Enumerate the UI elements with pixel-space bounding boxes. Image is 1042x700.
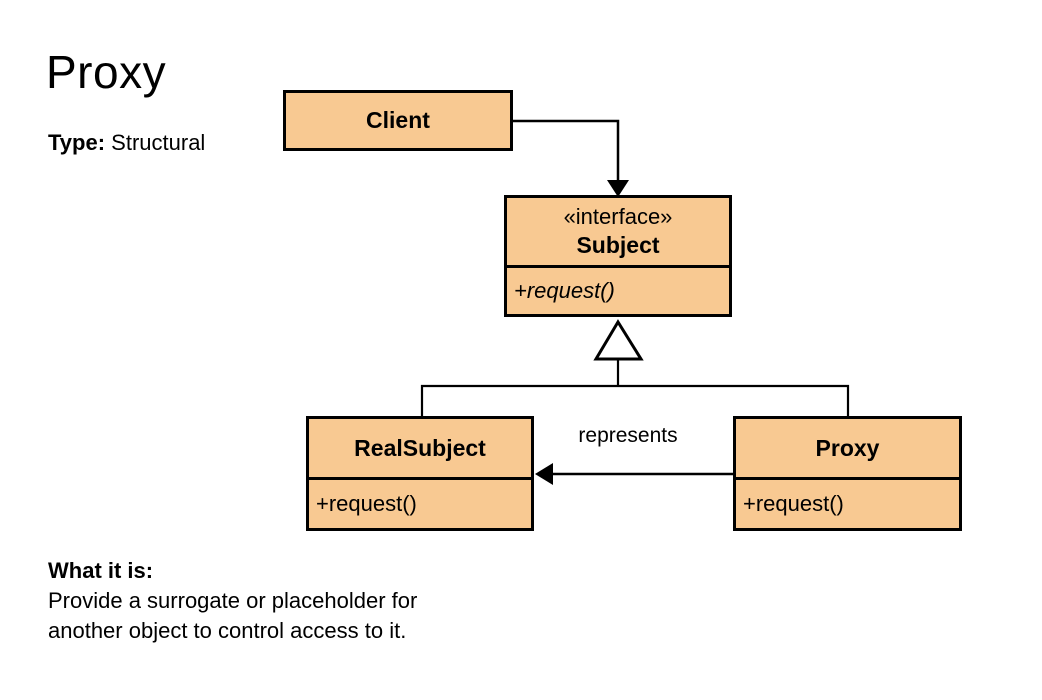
description-heading: What it is: — [48, 558, 154, 583]
class-header: Client — [286, 93, 510, 148]
class-name: Proxy — [815, 434, 880, 461]
description-block: What it is: Provide a surrogate or place… — [48, 556, 417, 646]
pattern-type-line: Type: Structural — [48, 130, 205, 156]
method-label: +request() — [309, 477, 531, 528]
description-line: Provide a surrogate or placeholder for — [48, 588, 418, 613]
generalization-triangle-icon — [593, 319, 644, 361]
stereotype-label: «interface» — [563, 204, 673, 230]
represents-label: represents — [578, 424, 678, 447]
client-subject-association-line — [513, 119, 620, 181]
type-value: Structural — [111, 130, 206, 155]
class-name: RealSubject — [354, 434, 486, 461]
class-header: Proxy — [736, 419, 959, 477]
filled-arrowhead-left-icon — [535, 463, 553, 485]
method-label: +request() — [736, 477, 959, 528]
class-box-realsubject: RealSubject +request() — [306, 416, 534, 531]
interface-box-subject: «interface» Subject +request() — [504, 195, 732, 317]
class-box-client: Client — [283, 90, 513, 151]
class-name: Client — [366, 107, 430, 134]
class-name: Subject — [576, 231, 660, 258]
generalization-line — [420, 359, 850, 416]
class-header: RealSubject — [309, 419, 531, 477]
description-line: another object to control access to it. — [48, 618, 407, 643]
type-label: Type: — [48, 130, 106, 155]
method-label: +request() — [507, 265, 729, 314]
class-header: «interface» Subject — [507, 198, 729, 265]
class-box-proxy: Proxy +request() — [733, 416, 962, 531]
page-title: Proxy — [46, 46, 167, 98]
